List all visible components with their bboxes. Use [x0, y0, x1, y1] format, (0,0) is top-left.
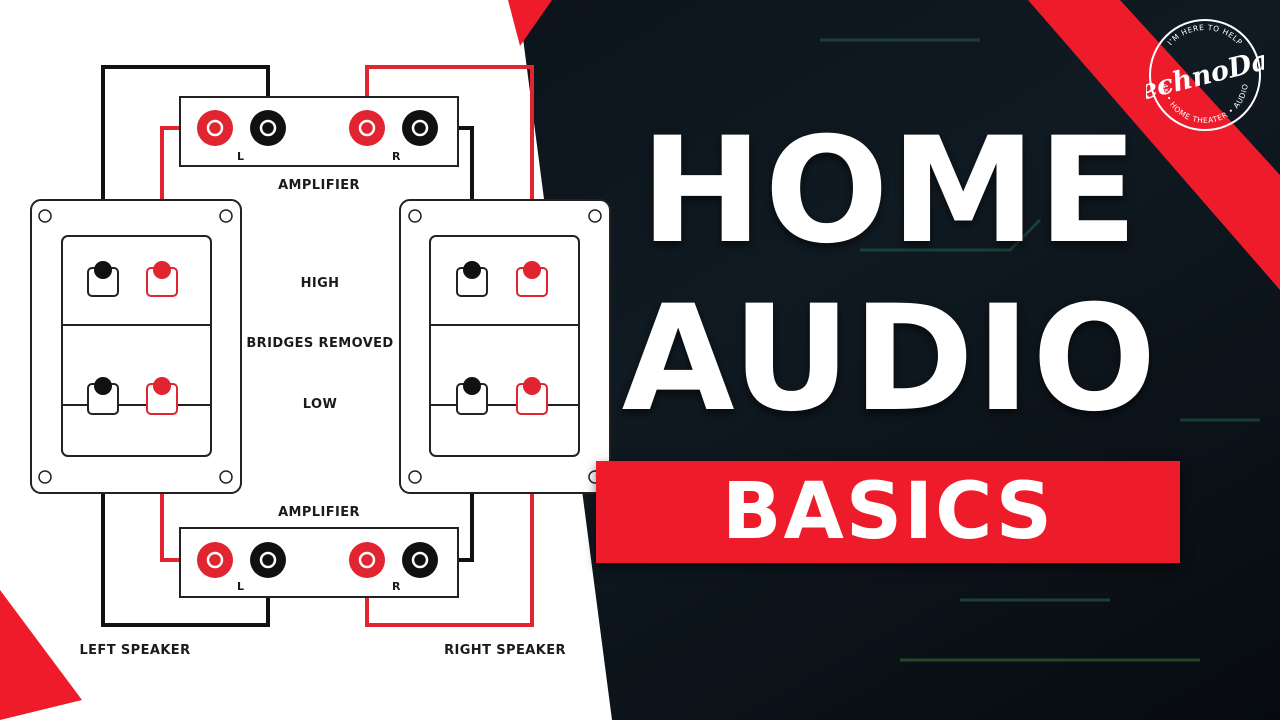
amplifier-bottom: L R — [179, 527, 459, 598]
amplifier-top-label: AMPLIFIER — [278, 178, 360, 193]
screw-icon — [38, 209, 233, 484]
basics-label: BASICS — [722, 467, 1054, 557]
binding-post-right-high-red — [516, 261, 548, 297]
amplifier-top: L R — [179, 96, 459, 167]
binding-post-right-low-red — [516, 377, 548, 415]
left-speaker-label: LEFT SPEAKER — [79, 643, 190, 658]
amplifier-bottom-label: AMPLIFIER — [278, 505, 360, 520]
binding-post-right-high-black — [456, 261, 488, 297]
terminal-bottom-right-red — [349, 542, 385, 578]
terminal-top-right-red — [349, 110, 385, 146]
right-speaker-label: RIGHT SPEAKER — [444, 643, 566, 658]
screw-icon — [408, 209, 602, 484]
high-label: HIGH — [301, 276, 340, 291]
bridges-removed-label: BRIDGES REMOVED — [246, 336, 393, 351]
binding-post-left-high-red — [146, 261, 178, 297]
low-label: LOW — [303, 397, 337, 412]
circuit-pattern — [820, 38, 1260, 662]
terminal-top-left-black — [250, 110, 286, 146]
terminal-bottom-left-red — [197, 542, 233, 578]
channel-label-bottom-left: L — [237, 580, 244, 593]
speaker-right — [399, 199, 611, 494]
terminal-top-left-red — [197, 110, 233, 146]
terminal-bottom-left-black — [250, 542, 286, 578]
logo-wordmark: TechnoDad — [1146, 40, 1264, 111]
basics-badge: BASICS — [596, 461, 1180, 563]
channel-label-top-left: L — [237, 150, 244, 163]
wire-black-top-left — [101, 65, 270, 268]
binding-post-right-low-black — [456, 377, 488, 415]
red-accent-top — [508, 0, 552, 46]
channel-label-top-right: R — [392, 150, 401, 163]
binding-post-left-low-red — [146, 377, 178, 415]
speaker-left — [30, 199, 242, 494]
terminal-bottom-right-black — [402, 542, 438, 578]
red-accent-bottom-left — [0, 590, 82, 720]
channel-label-bottom-right: R — [392, 580, 401, 593]
terminal-top-right-black — [402, 110, 438, 146]
binding-post-left-low-black — [87, 377, 119, 415]
wiring-diagram: L R AMPLIFIER — [30, 65, 611, 658]
title-home: HOME — [640, 106, 1140, 276]
red-accent-right — [1028, 0, 1280, 290]
technodad-logo: I'M HERE TO HELP 4K • HOME THEATER • AUD… — [1146, 19, 1264, 131]
binding-post-left-high-black — [87, 261, 119, 297]
title-audio: AUDIO — [621, 274, 1159, 444]
wire-red-top-right — [365, 65, 534, 268]
